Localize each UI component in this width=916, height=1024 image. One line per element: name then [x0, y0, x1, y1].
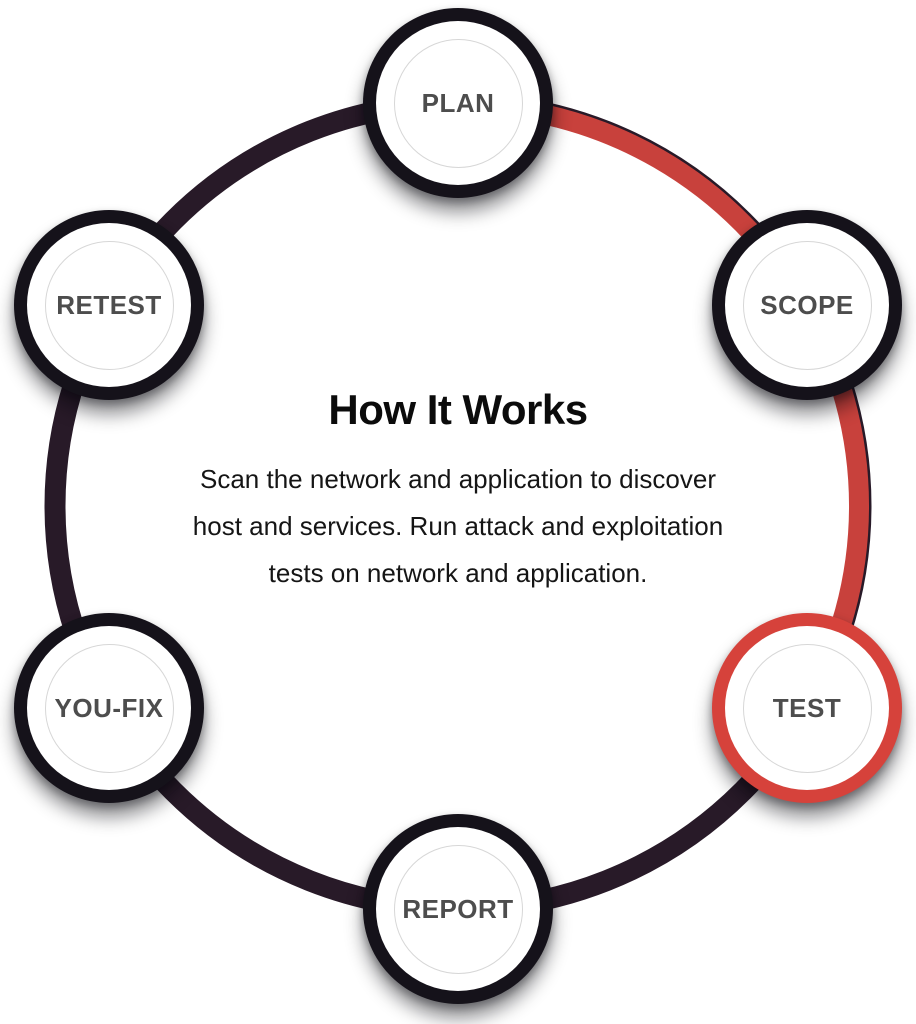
node-retest[interactable]: RETEST: [14, 210, 204, 400]
node-inner-circle: TEST: [725, 626, 889, 790]
node-label: REPORT: [402, 893, 514, 924]
node-inner-ring: REPORT: [393, 844, 523, 974]
node-label: SCOPE: [760, 289, 854, 320]
node-report[interactable]: REPORT: [363, 814, 553, 1004]
node-test[interactable]: TEST: [712, 613, 902, 803]
section-description: Scan the network and application to disc…: [192, 464, 724, 588]
node-inner-ring: PLAN: [393, 38, 523, 168]
node-label: RETEST: [56, 289, 162, 320]
node-label: YOU-FIX: [54, 692, 164, 723]
node-scope[interactable]: SCOPE: [712, 210, 902, 400]
node-inner-circle: PLAN: [376, 21, 540, 185]
node-inner-ring: RETEST: [44, 240, 174, 370]
node-inner-circle: SCOPE: [725, 223, 889, 387]
node-inner-circle: REPORT: [376, 827, 540, 991]
section-title: How It Works: [328, 386, 588, 433]
node-label: PLAN: [421, 87, 495, 118]
node-inner-ring: SCOPE: [742, 240, 872, 370]
node-label: TEST: [772, 692, 842, 723]
center-text-block: How It Works Scan the network and applic…: [158, 386, 758, 597]
node-inner-circle: YOU-FIX: [27, 626, 191, 790]
node-plan[interactable]: PLAN: [363, 8, 553, 198]
node-inner-ring: YOU-FIX: [44, 643, 174, 773]
node-inner-circle: RETEST: [27, 223, 191, 387]
node-inner-ring: TEST: [742, 643, 872, 773]
node-you-fix[interactable]: YOU-FIX: [14, 613, 204, 803]
